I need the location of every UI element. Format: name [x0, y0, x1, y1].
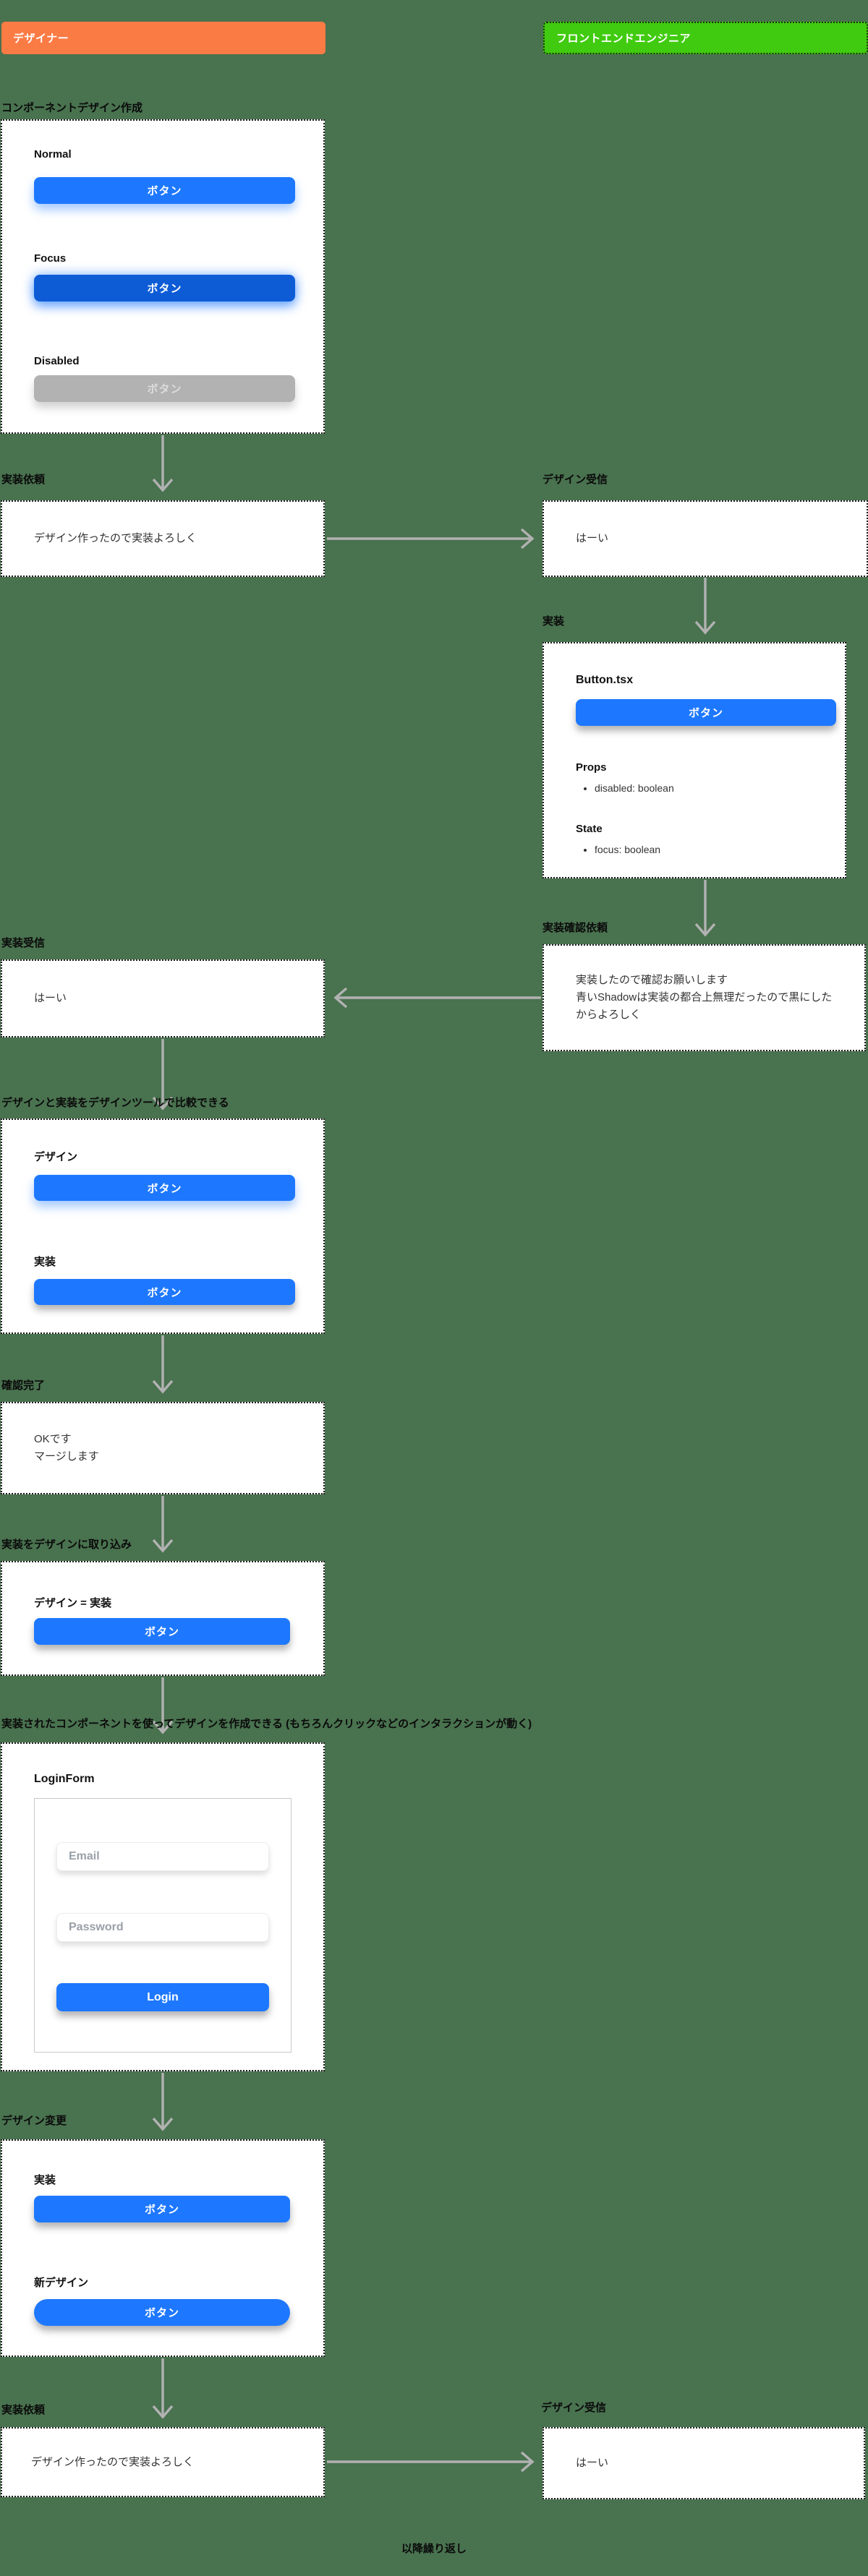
login-form-frame: Login: [34, 1798, 292, 2053]
sample-button-normal[interactable]: ボタン: [34, 177, 295, 204]
node-title-impl-request-2: 実装依頼: [1, 2404, 46, 2416]
flow-arrow-down-5: [147, 1335, 179, 1400]
impl-review-request-line-2: 青いShadowは実装の都合上無理だったので黒にしたからよろしく: [576, 991, 833, 1021]
flow-arrow-left-1: [327, 982, 541, 1014]
design-received-2-message: はーい: [576, 2457, 609, 2469]
button-state-label-focus: Focus: [34, 252, 67, 265]
node-design-change: 実装 ボタン 新デザイン ボタン: [1, 2139, 325, 2357]
node-merge-into-design: デザイン = 実装 ボタン: [1, 1561, 325, 1676]
compare-impl-label: 実装: [34, 1256, 56, 1268]
merged-button-label: ボタン: [144, 1626, 179, 1638]
state-heading: State: [576, 823, 603, 835]
compare-design-button[interactable]: ボタン: [34, 1175, 295, 1201]
node-impl-review-request: 実装したので確認お願いします 青いShadowは実装の都合上無理だったので黒にし…: [542, 944, 866, 1051]
implemented-button[interactable]: ボタン: [576, 699, 836, 726]
password-field[interactable]: [56, 1913, 269, 1942]
impl-received-message: はーい: [34, 992, 67, 1004]
compare-design-label: デザイン: [34, 1151, 78, 1163]
compare-impl-button[interactable]: ボタン: [34, 1279, 295, 1305]
actor-designer-label: デザイナー: [13, 33, 69, 45]
new-design-button-label: ボタン: [144, 2307, 179, 2319]
node-design-received-2: はーい: [542, 2427, 865, 2499]
node-title-impl-review-request: 実装確認依頼: [542, 922, 608, 934]
sample-button-disabled-label: ボタン: [147, 383, 182, 395]
button-state-label-disabled: Disabled: [34, 355, 80, 367]
state-item: focus: boolean: [595, 844, 660, 855]
props-list: disabled: boolean: [580, 782, 674, 794]
sample-button-focus-label: ボタン: [147, 283, 182, 295]
props-item: disabled: boolean: [595, 782, 674, 794]
sample-button-normal-label: ボタン: [147, 185, 182, 197]
impl-request-2-message: デザイン作ったので実装よろしく: [31, 2455, 195, 2468]
actor-engineer-header: フロントエンドエンジニア: [543, 22, 868, 54]
design-change-impl-button-label: ボタン: [144, 2204, 179, 2216]
node-impl-request-1: デザイン作ったので実装よろしく: [1, 500, 325, 577]
flow-arrow-down-2: [689, 578, 721, 641]
flow-arrow-right-1: [327, 523, 541, 555]
node-design-received-1: はーい: [542, 500, 868, 577]
impl-review-request-line-1: 実装したので確認お願いします: [576, 974, 728, 986]
review-done-line-2: マージします: [34, 1450, 99, 1463]
impl-request-1-message: デザイン作ったので実装よろしく: [34, 532, 197, 544]
login-form-name: LoginForm: [34, 1773, 95, 1785]
flow-arrow-down-4: [147, 1039, 179, 1117]
actor-designer-header: デザイナー: [1, 22, 326, 54]
button-state-label-normal: Normal: [34, 148, 72, 161]
implemented-button-label: ボタン: [688, 707, 723, 719]
node-component-design: Normal ボタン Focus ボタン Disabled ボタン: [1, 119, 325, 434]
node-compare: デザイン ボタン 実装 ボタン: [1, 1118, 325, 1334]
new-design-label: 新デザイン: [34, 2277, 89, 2289]
actor-engineer-label: フロントエンドエンジニア: [556, 33, 692, 45]
flow-arrow-down-3: [689, 880, 721, 943]
flow-arrow-right-2: [327, 2446, 541, 2478]
node-title-review-done: 確認完了: [1, 1379, 46, 1392]
login-button[interactable]: Login: [56, 1983, 269, 2011]
node-impl-request-2: デザイン作ったので実装よろしく: [1, 2427, 325, 2497]
login-button-label: Login: [147, 1990, 179, 2003]
sample-button-focus[interactable]: ボタン: [34, 275, 295, 301]
design-received-1-message: はーい: [576, 532, 609, 544]
flow-arrow-down-9: [147, 2358, 179, 2426]
design-change-impl-label: 実装: [34, 2174, 56, 2186]
node-title-compare: デザインと実装をデザインツールで比較できる: [1, 1097, 229, 1109]
node-title-use-components: 実装されたコンポーネントを使ってデザインを作成できる (もちろんクリックなどのイ…: [1, 1718, 532, 1730]
flow-arrow-down-8: [147, 2073, 179, 2138]
node-title-implementation: 実装: [542, 615, 565, 628]
compare-impl-button-label: ボタン: [147, 1286, 182, 1299]
node-title-design-change: デザイン変更: [1, 2115, 67, 2127]
flow-arrow-down-1: [147, 435, 179, 499]
email-field[interactable]: [56, 1842, 269, 1871]
sample-button-disabled: ボタン: [34, 375, 295, 402]
node-review-done: OKです マージします: [1, 1402, 325, 1494]
design-change-impl-button[interactable]: ボタン: [34, 2196, 290, 2222]
compare-design-button-label: ボタン: [147, 1182, 182, 1195]
state-list: focus: boolean: [580, 844, 660, 855]
props-heading: Props: [576, 761, 607, 774]
node-title-design-received-1: デザイン受信: [542, 474, 608, 486]
new-design-button[interactable]: ボタン: [34, 2299, 290, 2326]
repeat-note: 以降繰り返し: [401, 2543, 467, 2555]
node-title-design-received-2: デザイン受信: [541, 2402, 607, 2414]
review-done-line-1: OKです: [34, 1433, 72, 1445]
flow-arrow-down-7: [147, 1677, 179, 1741]
node-use-components: LoginForm Login: [1, 1742, 325, 2071]
node-title-merge-into-design: 実装をデザインに取り込み: [1, 1539, 132, 1551]
node-title-impl-received: 実装受信: [1, 937, 46, 949]
implementation-file-name: Button.tsx: [576, 674, 634, 686]
flow-arrow-down-6: [147, 1496, 179, 1559]
merged-button[interactable]: ボタン: [34, 1618, 290, 1645]
node-title-component-design: コンポーネントデザイン作成: [1, 102, 143, 114]
node-title-impl-request-1: 実装依頼: [1, 474, 46, 486]
node-impl-received: はーい: [1, 959, 325, 1037]
merge-equation-label: デザイン = 実装: [34, 1597, 112, 1609]
node-implementation: Button.tsx ボタン Props disabled: boolean S…: [542, 642, 846, 878]
